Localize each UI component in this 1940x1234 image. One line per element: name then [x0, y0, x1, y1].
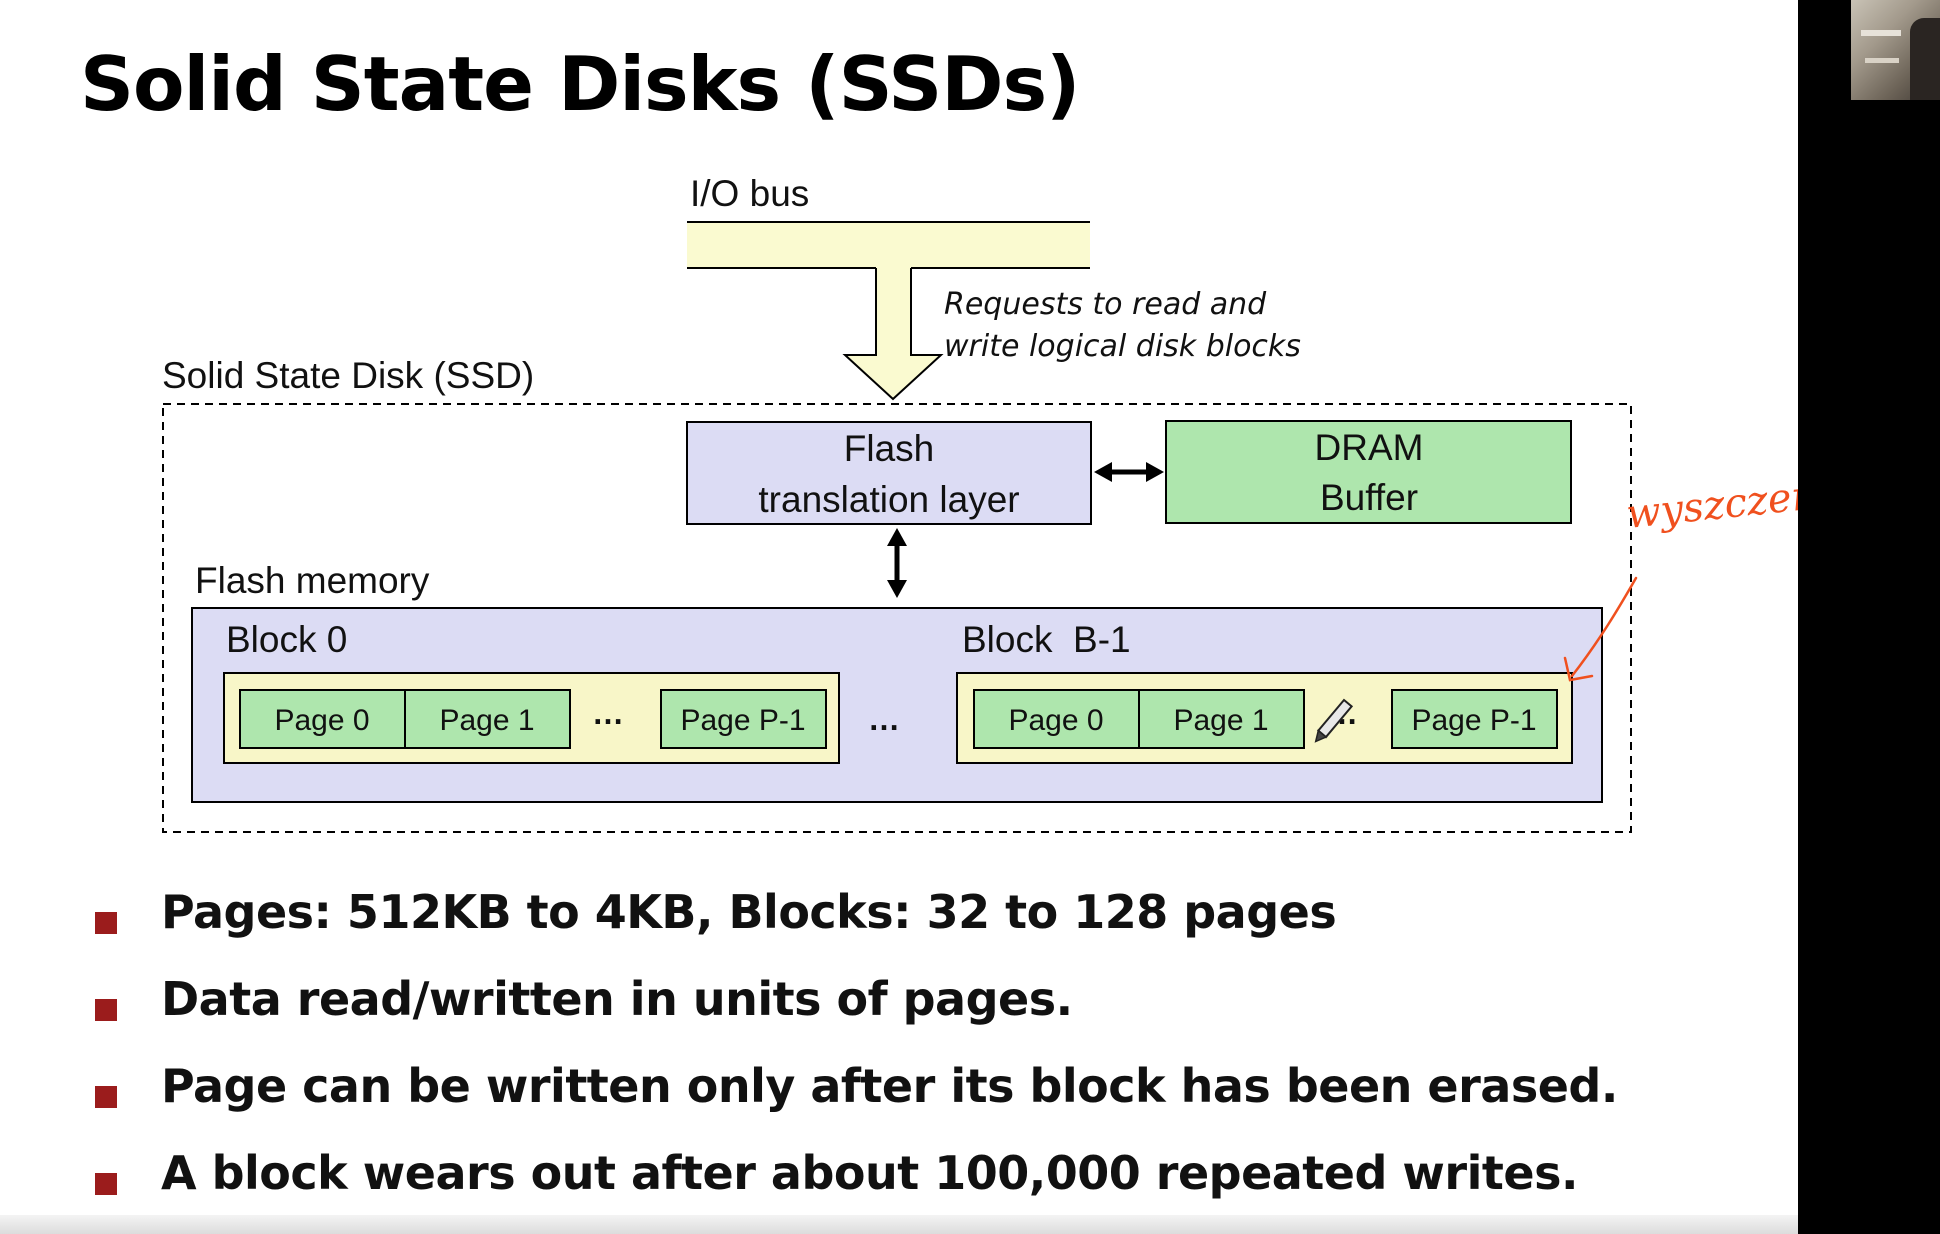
- request-label-line1: Requests to read and: [944, 287, 1267, 322]
- request-arrow: [842, 268, 944, 401]
- block-0-page-p-1: [660, 689, 827, 749]
- block-0-label: Block 0: [226, 619, 347, 660]
- block-b-1-page-p-1: [1391, 689, 1558, 749]
- bullet-text: A block wears out after about 100,000 re…: [161, 1146, 1578, 1200]
- between-blocks-ellipsis: …: [868, 701, 900, 737]
- flash-translation-layer-box: [686, 421, 1092, 525]
- block-b-1-page-1: [1138, 689, 1305, 749]
- pen-cursor-icon: [1314, 698, 1354, 743]
- bullet-square-icon: [95, 1173, 117, 1195]
- ftl-dram-arrowhead-right: [1146, 462, 1164, 482]
- ftl-flash-arrowhead-down: [887, 580, 907, 598]
- io-bus-bar: [687, 222, 1090, 268]
- ssd-boundary: [162, 403, 1632, 833]
- block-0-page-0: [239, 689, 406, 749]
- block-0-page-0-label: Page 0: [274, 704, 369, 737]
- annotation-arrow-icon: [1570, 576, 1638, 678]
- block-b-1-page-0-label: Page 0: [1008, 704, 1103, 737]
- block-0-ellipsis: …: [592, 695, 624, 731]
- ftl-line2: translation layer: [758, 479, 1019, 520]
- ssd-label: Solid State Disk (SSD): [162, 355, 534, 396]
- bullet-square-icon: [95, 1086, 117, 1108]
- dram-line2: Buffer: [1320, 477, 1418, 518]
- block-b-1-page-0: [973, 689, 1140, 749]
- block-0-page-1-label: Page 1: [439, 704, 534, 737]
- bullet-square-icon: [95, 999, 117, 1021]
- block-0-page-p-1-label: Page P-1: [680, 704, 805, 737]
- ftl-flash-arrowhead-up: [887, 528, 907, 546]
- webcam-background-shelf: [1865, 58, 1899, 63]
- handwritten-note: wyszczenie: [1624, 468, 1798, 538]
- flash-memory-label: Flash memory: [195, 560, 430, 601]
- dram-buffer-box: [1165, 420, 1572, 524]
- annotation-arrowhead-icon: [1563, 656, 1594, 682]
- bullet-square-icon: [95, 912, 117, 934]
- dram-line1: DRAM: [1315, 427, 1424, 468]
- request-label-line2: write logical disk blocks: [944, 329, 1301, 364]
- video-bottom-strip: [0, 1215, 1798, 1234]
- ssd-diagram: I/O bus Requests to read and write logic…: [162, 173, 1798, 833]
- bullet-text: Page can be written only after its block…: [161, 1059, 1618, 1113]
- io-bus-label: I/O bus: [690, 173, 809, 214]
- webcam-presenter: [1910, 18, 1940, 100]
- presenter-webcam-thumbnail[interactable]: [1851, 0, 1940, 100]
- ftl-line1: Flash: [844, 428, 934, 469]
- slide: Solid State Disks (SSDs) I/O bus Request…: [0, 0, 1798, 1234]
- block-b-1-page-p-1-label: Page P-1: [1411, 704, 1536, 737]
- bullet-text: Pages: 512KB to 4KB, Blocks: 32 to 128 p…: [161, 885, 1337, 939]
- block-0-page-1: [404, 689, 571, 749]
- bullet-text: Data read/written in units of pages.: [161, 972, 1073, 1026]
- slide-title: Solid State Disks (SSDs): [80, 40, 1080, 128]
- block-b-1-label: Block B-1: [962, 619, 1131, 660]
- webcam-background-shelf: [1861, 30, 1901, 36]
- block-b-1-page-1-label: Page 1: [1173, 704, 1268, 737]
- ftl-dram-arrowhead-left: [1094, 462, 1112, 482]
- video-side-panel: [1798, 0, 1940, 1234]
